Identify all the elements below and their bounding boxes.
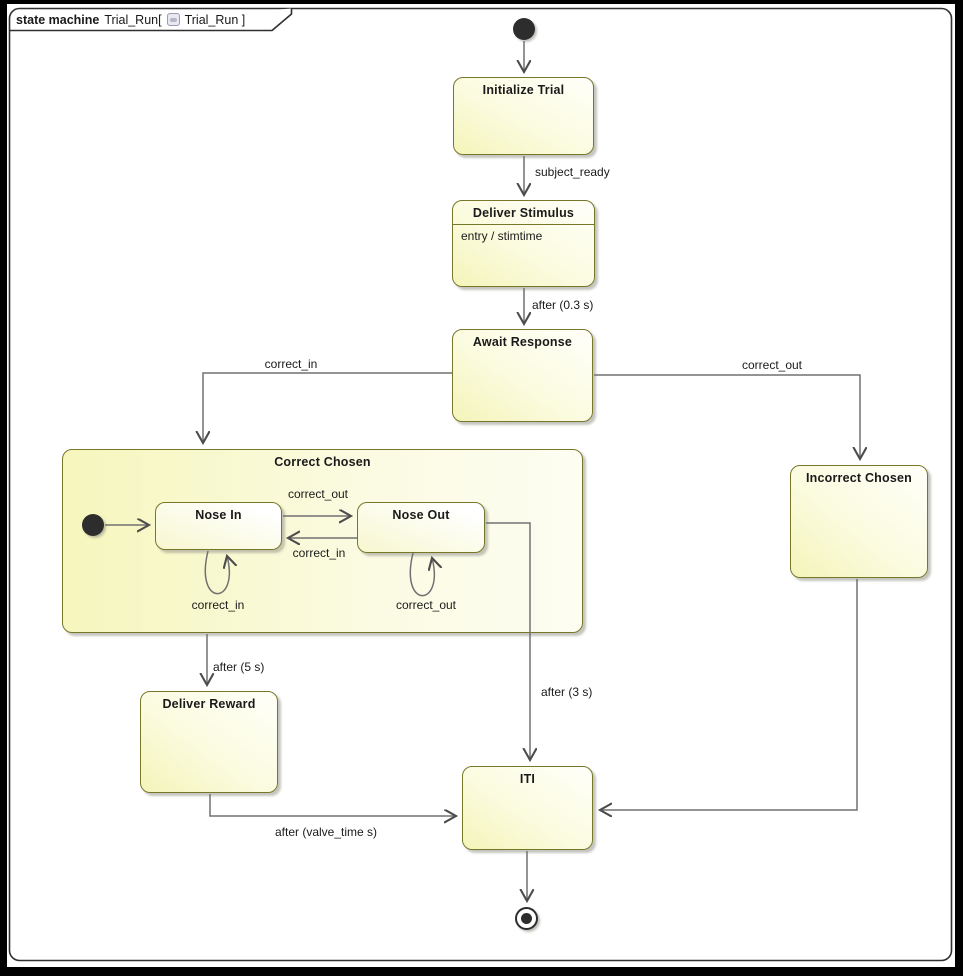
state-title: Correct Chosen: [274, 455, 371, 469]
state-machine-diagram-icon: [166, 13, 180, 26]
transition-label-after-valve: after (valve_time s): [274, 825, 378, 839]
state-await-response[interactable]: Await Response: [452, 329, 593, 422]
inner-initial-state[interactable]: [82, 514, 104, 536]
transition-label-after-stim: after (0.3 s): [532, 298, 594, 312]
state-nose-out[interactable]: Nose Out: [357, 502, 485, 553]
transition-label-after-timeout: after (3 s): [541, 685, 593, 699]
transition-label-nose-out-self: correct_out: [395, 598, 457, 612]
state-entry-activity: entry / stimtime: [461, 229, 543, 243]
final-state[interactable]: [515, 907, 538, 930]
state-nose-in[interactable]: Nose In: [155, 502, 282, 550]
state-title: ITI: [519, 772, 536, 786]
state-title: Nose In: [195, 508, 242, 522]
frame-kind-label: state machine: [16, 12, 100, 27]
state-title: Deliver Stimulus: [472, 206, 575, 220]
transition-incorrect-to-iti: [600, 579, 858, 810]
frame-title: state machine Trial_Run[ Trial_Run ]: [16, 11, 245, 28]
frame-diagram-ref: Trial_Run ]: [184, 12, 246, 27]
transition-label-nose-in-to-out: correct_out: [287, 487, 349, 501]
state-deliver-stimulus[interactable]: Deliver Stimulus entry / stimtime: [452, 200, 595, 287]
transition-label-subject-ready: subject_ready: [535, 165, 610, 179]
transition-label-nose-out-to-in: correct_in: [292, 546, 346, 560]
state-correct-chosen[interactable]: Correct Chosen: [62, 449, 583, 633]
state-title: Await Response: [472, 335, 573, 349]
final-state-inner-dot: [521, 913, 532, 924]
state-deliver-reward[interactable]: Deliver Reward: [140, 691, 278, 793]
state-title: Incorrect Chosen: [805, 471, 912, 485]
initial-state[interactable]: [513, 18, 535, 40]
state-initialize-trial[interactable]: Initialize Trial: [453, 77, 594, 155]
transition-correct-in: [203, 372, 452, 443]
transition-correct-out: [594, 374, 860, 459]
transition-after-valve: [209, 794, 456, 816]
state-title: Initialize Trial: [482, 83, 565, 97]
transition-label-nose-in-self: correct_in: [191, 598, 245, 612]
state-title: Nose Out: [392, 508, 450, 522]
transition-label-correct-in: correct_in: [264, 357, 318, 371]
state-iti[interactable]: ITI: [462, 766, 593, 850]
transition-label-correct-out: correct_out: [741, 358, 803, 372]
frame-diagram-name: Trial_Run[: [104, 12, 162, 27]
state-title: Deliver Reward: [162, 697, 256, 711]
state-incorrect-chosen[interactable]: Incorrect Chosen: [790, 465, 928, 578]
transition-label-after-reward: after (5 s): [213, 660, 265, 674]
